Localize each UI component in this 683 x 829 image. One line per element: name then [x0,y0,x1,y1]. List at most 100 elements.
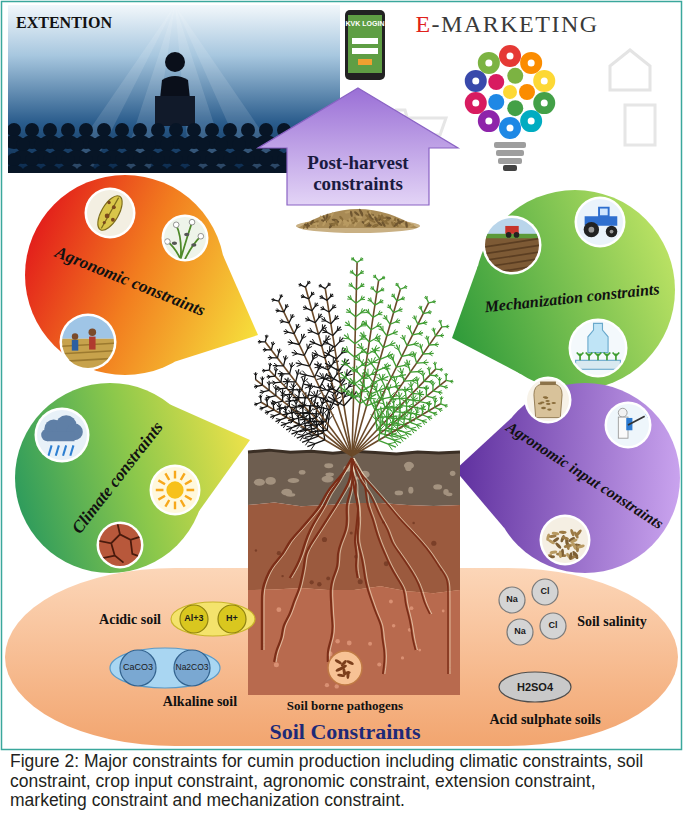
illustration-part [48,445,51,455]
illustration-part [319,285,325,289]
illustration-part [396,416,399,421]
illustration-part [8,153,21,167]
illustration-part [293,397,308,399]
illustration-part [181,500,185,507]
illustration-part [181,473,185,480]
illustration-part [379,329,383,331]
illustration-part [519,84,535,100]
illustration-part [260,390,269,392]
illustration-part [307,317,309,321]
illustration-part [433,413,435,416]
illustration-part [174,471,176,479]
illustration-part [289,390,294,393]
illustration-part [398,307,400,310]
illustration-part [352,458,448,674]
illustration-part [356,284,364,290]
illustration-part [320,296,327,300]
illustration-part [368,359,377,371]
illustration-part [280,321,289,323]
illustration-part [429,344,439,346]
illustration-part [284,379,288,382]
illustration-part [429,367,431,370]
illustration-part [265,477,276,485]
illustration-part [282,412,296,415]
illustration-part [440,320,442,327]
illustration-part [369,219,376,224]
illustration-part [575,197,625,247]
icon-badge [540,515,591,566]
illustration-part [303,438,310,440]
illustration-part [312,353,325,359]
illustration-part [428,336,429,340]
illustration-part [260,395,261,402]
illustration-part [323,343,328,344]
illustration-part [387,331,398,336]
illustration-part [340,377,347,379]
illustration-part [371,414,376,420]
illustration-part [408,383,411,387]
illustration-part [352,458,415,650]
illustration-part [267,412,269,415]
illustration-part [418,331,421,334]
illustration-part [325,289,352,456]
illustration-part [423,312,431,314]
illustration-part [354,359,360,360]
illustration-part [311,431,317,436]
illustration-part [345,322,355,330]
illustration-part [22,165,42,173]
illustration-part [434,328,435,331]
illustration-part [403,400,406,405]
circle-shape [15,383,205,573]
illustration-part [323,341,334,347]
illustration-part [379,374,386,389]
illustration-part [289,395,292,399]
illustration-part [150,465,200,515]
illustration-part [267,397,270,400]
illustration-part [307,440,324,447]
illustration-part [150,465,200,515]
illustration-part [269,358,272,360]
illustration-part [265,410,274,413]
illustration-part [362,324,367,325]
illustration-part [507,125,514,132]
illustration-part [291,316,294,318]
illustration-part [284,331,294,333]
illustration-part [169,123,183,137]
illustration-part [569,319,627,377]
illustration-part [403,412,405,426]
illustration-part [359,336,364,337]
illustration-part [35,408,90,463]
illustration-part [423,353,434,355]
illustration-part [310,343,315,344]
icon-badge [162,215,209,262]
illustration-part [421,306,423,309]
illustration-part [348,321,349,326]
illustration-part [47,432,74,441]
illustration-part [399,436,403,441]
illustration-part [342,219,349,224]
illustration-part [354,458,417,650]
caption-holder: Figure 2: Major constraints for cumin pr… [10,752,673,811]
illustration-part [544,397,548,399]
illustration-part [388,357,393,360]
illustration-part [285,414,289,418]
illustration-part [291,383,293,387]
icon-badge [525,377,572,424]
illustration-part [310,397,312,412]
illustration-part [268,357,278,359]
illustration-part [357,347,363,348]
panel-title: EXTENTION [16,14,112,32]
illustration-part [442,326,449,328]
illustration-part [279,408,283,412]
illustration-part [541,77,548,84]
illustration-part [375,300,383,305]
illustration-part [169,153,183,167]
illustration-part [499,672,571,702]
illustration-part [605,402,652,449]
illustration-part [97,522,143,568]
illustration-part [404,335,406,340]
illustration-part [405,388,407,393]
illustration-part [378,311,380,315]
illustration-part [335,684,339,688]
illustration-part [400,368,404,382]
